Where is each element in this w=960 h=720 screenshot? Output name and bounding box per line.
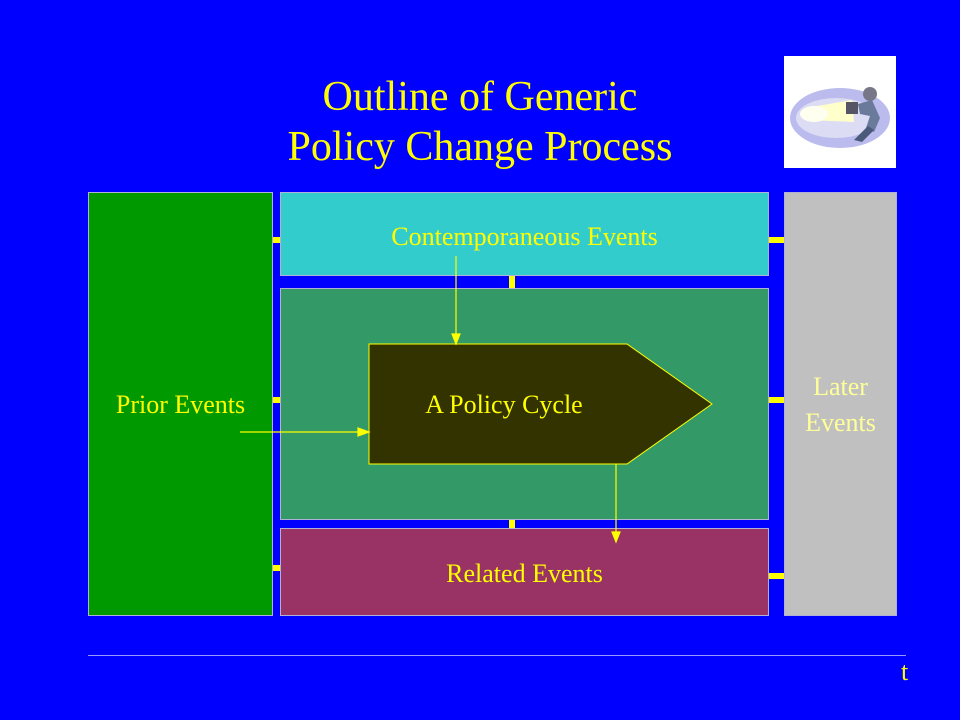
searchlight-person-icon <box>784 56 896 168</box>
time-axis-line <box>88 655 906 656</box>
related-events-label: Related Events <box>446 559 603 588</box>
policy-cycle-shape <box>368 343 713 465</box>
related-events-box <box>280 528 769 616</box>
prior-events-label: Prior Events <box>115 390 246 419</box>
policy-cycle-label: A Policy Cycle <box>425 390 583 419</box>
later-events-line-1: Later <box>813 372 868 401</box>
later-events-box <box>784 192 897 616</box>
contemporaneous-events-label: Contemporaneous Events <box>391 222 658 251</box>
slide-title: Outline of Generic Policy Change Process <box>170 72 790 172</box>
time-axis-label: t <box>901 657 909 686</box>
later-events-label: Later Events <box>784 369 897 441</box>
contemporaneous-events-box <box>280 192 769 276</box>
title-line-1: Outline of Generic <box>322 74 638 120</box>
prior-events-box <box>88 192 273 616</box>
later-events-line-2: Events <box>805 408 876 437</box>
title-line-2: Policy Change Process <box>287 124 673 170</box>
